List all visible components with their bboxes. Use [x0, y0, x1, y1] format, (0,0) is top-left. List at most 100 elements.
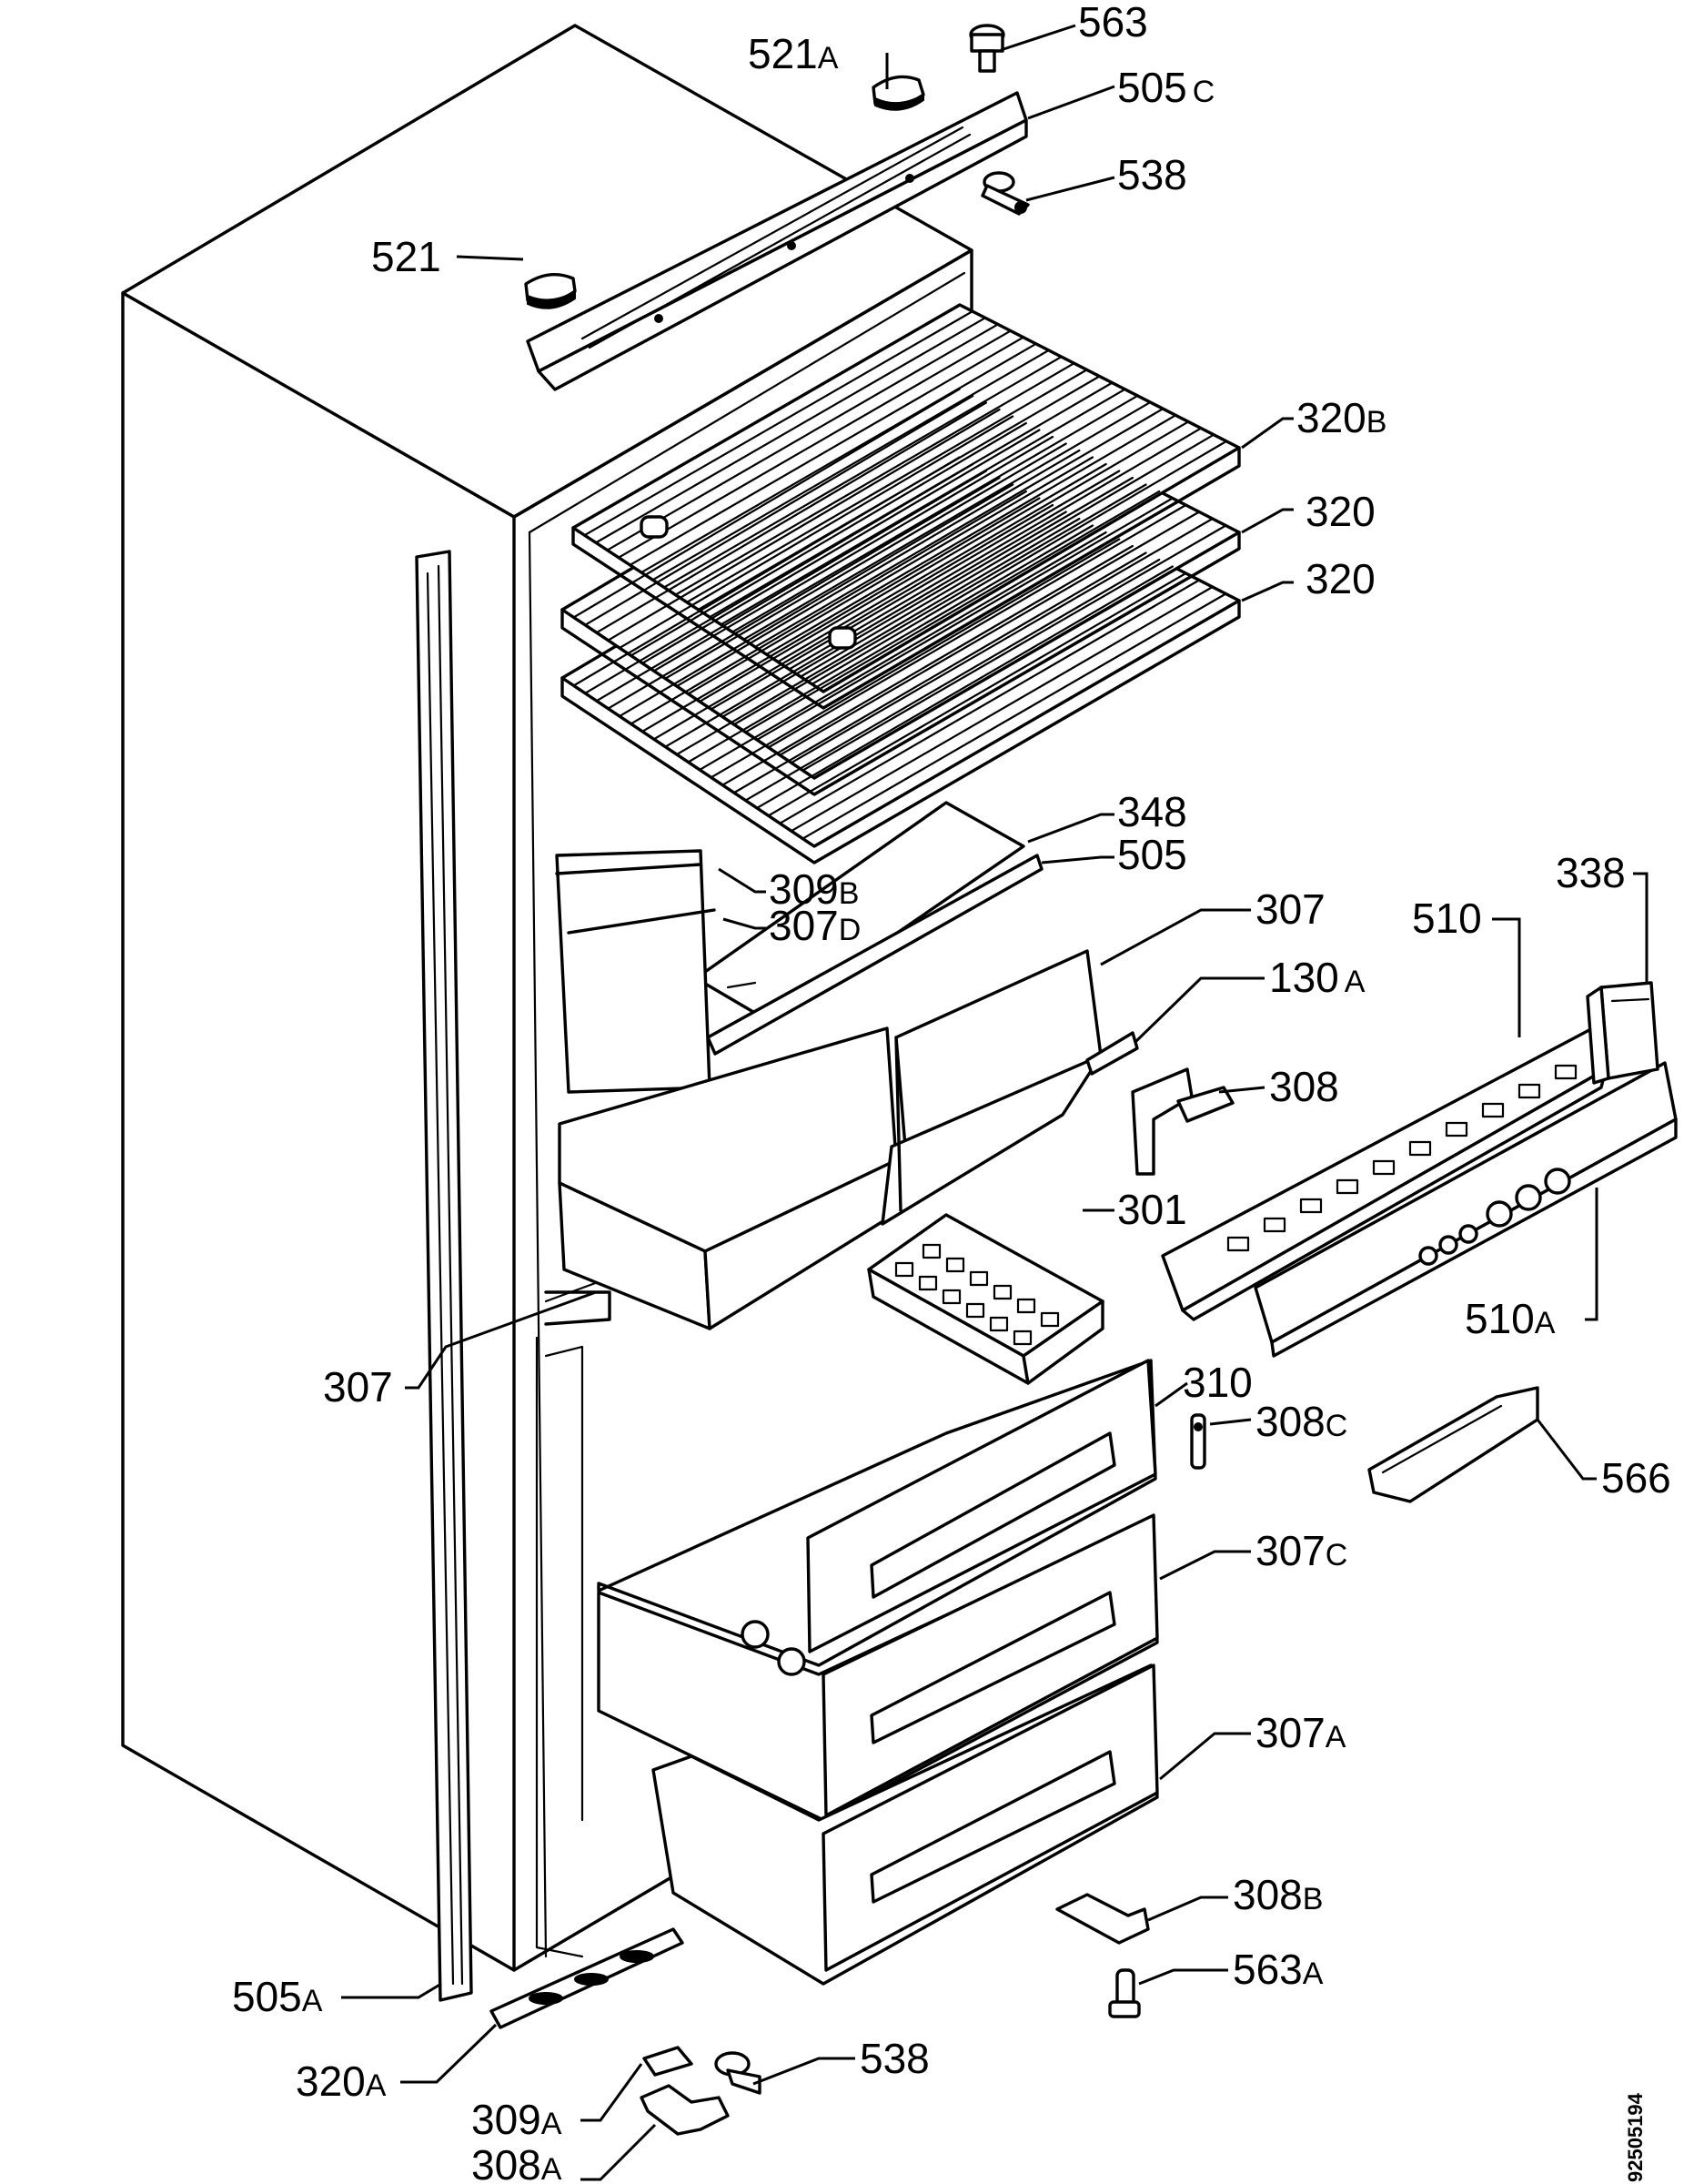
panel-slot [1299, 1198, 1323, 1214]
wire-shelves [560, 303, 1241, 864]
shelf-wire [572, 456, 961, 687]
label-320a: 320A [296, 2058, 387, 2105]
shelf-wire [641, 429, 1041, 664]
shelf-wire [618, 415, 1014, 650]
label-320b: 320B [1296, 394, 1386, 441]
label-563a: 563A [1233, 1946, 1324, 1993]
panel-slot [1263, 1217, 1286, 1233]
shelf-wire [652, 503, 1054, 741]
shelf-wire [607, 476, 1001, 710]
ice-cell [989, 1316, 1009, 1332]
shelf-wire [721, 476, 1134, 718]
label-301: 301 [1117, 1186, 1187, 1233]
panel-slot [1517, 1083, 1541, 1099]
label-566: 566 [1601, 1454, 1671, 1502]
label-307c: 307C [1255, 1527, 1347, 1574]
shelf-wire [721, 544, 1134, 786]
panel-knob [1418, 1246, 1438, 1266]
ice-cell [993, 1284, 1013, 1300]
shelf-wire [811, 440, 1228, 685]
shelf-wire [731, 394, 1139, 633]
label-308c: 308C [1255, 1398, 1347, 1445]
label-308: 308 [1269, 1063, 1339, 1110]
panel-slot [1372, 1159, 1396, 1176]
panel-slot [1445, 1121, 1468, 1138]
panel-slot [1408, 1140, 1432, 1157]
shelf-wire [584, 462, 974, 694]
shelf-wire [618, 483, 1014, 718]
label-309b: 309B [769, 865, 859, 913]
label-538-top: 538 [1117, 151, 1187, 198]
leader-lines [341, 24, 1649, 2181]
shelf-wire [767, 503, 1187, 749]
hinge-cap-left [524, 272, 577, 309]
shelf-wire [732, 551, 1147, 794]
label-308a: 308A [471, 2141, 562, 2184]
top-screw [969, 24, 1005, 73]
door-gasket-strip [415, 550, 473, 2002]
shelf-wire [790, 585, 1214, 833]
shelf-wire [687, 456, 1094, 695]
shelf-wire [710, 538, 1121, 779]
shelf-wire [675, 517, 1081, 756]
ice-cell [1013, 1330, 1033, 1346]
shelf-wire [651, 349, 1050, 581]
ice-cell [1016, 1298, 1036, 1314]
document-number: 92505194 [1624, 2092, 1647, 2182]
shelf-wire [630, 421, 1027, 657]
shelf-wire [765, 414, 1177, 656]
label-538-bottom: 538 [860, 2035, 930, 2082]
shelf-wire [698, 531, 1107, 772]
ice-cell [922, 1243, 942, 1259]
shelf-wire [630, 490, 1027, 725]
shelf-wire [607, 408, 1001, 642]
label-521: 521 [371, 233, 441, 280]
shelf-wire [744, 558, 1161, 802]
ice-cell [969, 1270, 989, 1287]
panel-slot [1554, 1064, 1578, 1080]
panel-knob [1458, 1224, 1478, 1244]
shelf-wire [595, 470, 988, 703]
panel-bracket [1367, 1386, 1539, 1503]
ice-cell [918, 1275, 938, 1291]
ice-cell [945, 1257, 965, 1273]
shelf-wire [799, 433, 1215, 678]
shelf-wire [776, 420, 1190, 663]
top-hinge-rail [526, 91, 1028, 391]
panel-knob [1486, 1200, 1513, 1228]
ice-cell [894, 1261, 914, 1278]
label-521a: 521A [748, 30, 839, 77]
shelf-wire [674, 362, 1075, 596]
shelf-wire [664, 511, 1067, 748]
shelf-wire [802, 524, 1227, 772]
shelf-wire [652, 435, 1054, 672]
shelf-wire [802, 592, 1227, 840]
label-505a: 505A [232, 1973, 323, 2020]
panel-slot [1481, 1102, 1505, 1118]
ice-cell [1040, 1311, 1060, 1328]
panel-knob [1515, 1184, 1542, 1211]
panel-slot [1336, 1178, 1359, 1195]
shelf-wire [583, 310, 974, 537]
label-505: 505 [1117, 831, 1187, 878]
label-308b: 308B [1233, 1871, 1323, 1918]
control-panel [1161, 981, 1678, 1358]
bottom-hinge-parts [489, 1893, 1150, 2136]
door-hinge-pin [1190, 1413, 1206, 1470]
shelf-wire [720, 388, 1126, 626]
ice-cell [942, 1289, 962, 1305]
shelf-wire [640, 342, 1037, 574]
hinge-cap-right [872, 75, 925, 111]
shelf-wire [732, 483, 1147, 726]
shelf-wire [788, 427, 1203, 671]
crisper-drawers [555, 849, 1103, 1330]
panel-knob [1544, 1168, 1571, 1195]
shelf-wire [641, 497, 1041, 733]
label-338: 338 [1556, 849, 1626, 896]
shelf-wire [664, 442, 1067, 680]
top-hinge-bushing [981, 171, 1030, 216]
shelf-wire [755, 565, 1174, 810]
